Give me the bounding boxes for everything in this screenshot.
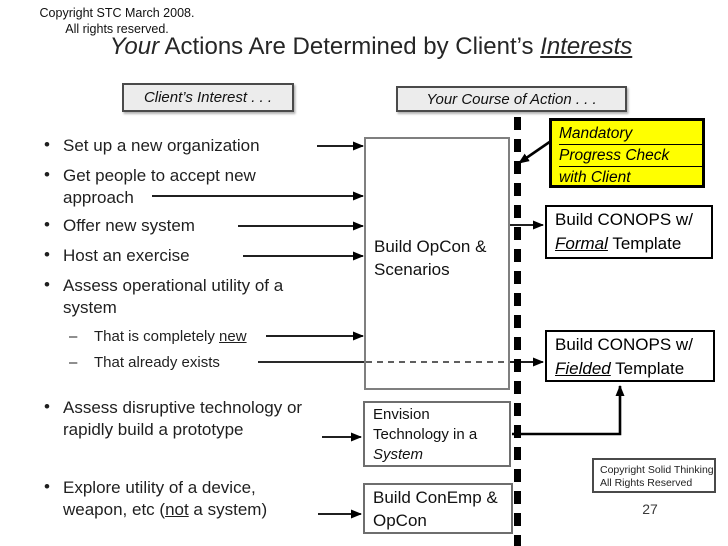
slide-copyright-note: Copyright STC March 2008. All rights res… xyxy=(24,5,210,37)
course-of-action-header-label: Your Course of Action . . . xyxy=(426,90,597,108)
build-conops-formal-box: Build CONOPS w/ Formal Template xyxy=(545,205,713,259)
title-main: Actions Are Determined by Client’s xyxy=(159,33,541,60)
bullet-line: Host an exercise xyxy=(63,246,190,265)
bullet-assess-operational-utility: • Assess operational utility of a system xyxy=(36,275,348,319)
client-interest-header-label: Client’s Interest . . . xyxy=(143,89,273,106)
formal-emphasis: Formal xyxy=(555,234,608,253)
bullet-line: That is completely xyxy=(94,328,220,345)
envision-technology-box: Envision Technology in a System xyxy=(363,401,511,467)
copyright-line: Copyright STC March 2008. xyxy=(39,6,195,20)
arrow-envision-to-fielded xyxy=(512,385,625,436)
title-your: Your xyxy=(109,33,160,60)
bullet-host-exercise: • Host an exercise xyxy=(36,245,348,267)
mandatory-line: Mandatory xyxy=(559,123,702,145)
bullet-dot-icon: • xyxy=(44,397,50,416)
subbullet-already-exists: – That already exists xyxy=(36,353,348,373)
mandatory-line: with Client xyxy=(559,169,631,186)
bullet-line: Assess disruptive technology or xyxy=(63,398,303,417)
course-of-action-header-box: Your Course of Action . . . xyxy=(396,86,627,112)
bullet-dash-icon: – xyxy=(69,354,78,371)
arrow-mandatory-check xyxy=(518,139,552,165)
page-number: 27 xyxy=(642,501,658,517)
bullet-dot-icon: • xyxy=(44,245,50,264)
build-opcon-scenarios-box: Build OpCon & Scenarios xyxy=(364,137,510,390)
bullet-dot-icon: • xyxy=(44,477,50,496)
build-conemp-opcon-box: Build ConEmp & OpCon xyxy=(363,483,513,534)
solid-thinking-copyright-box: Copyright Solid Thinking All Rights Rese… xyxy=(592,458,716,493)
system-emphasis: System xyxy=(373,446,424,463)
bullet-offer-new-system: • Offer new system xyxy=(36,215,348,237)
mandatory-line: Progress Check xyxy=(559,145,702,167)
mandatory-progress-check-box: Mandatory Progress Check with Client xyxy=(549,118,705,188)
bullet-line: rapidly build a prototype xyxy=(63,420,244,439)
client-interest-header-box: Client’s Interest . . . xyxy=(122,83,294,112)
bullet-dot-icon: • xyxy=(44,275,50,294)
bullet-line: weapon, etc (not a system) xyxy=(63,500,268,519)
bullet-line: That already exists xyxy=(94,354,220,371)
bullet-line: Get people to accept new xyxy=(63,166,256,185)
bullet-set-up-organization: • Set up a new organization xyxy=(36,135,348,157)
bullet-assess-disruptive-tech: • Assess disruptive technology or rapidl… xyxy=(36,397,348,441)
bullet-line-underlined: new xyxy=(219,328,247,345)
title-interests: Interests xyxy=(540,33,633,60)
bullet-dot-icon: • xyxy=(44,135,50,154)
bullet-dot-icon: • xyxy=(44,165,50,184)
bullet-line: Set up a new organization xyxy=(63,136,260,155)
bullet-line: approach xyxy=(63,188,134,207)
bullet-line: Offer new system xyxy=(63,216,195,235)
bullet-explore-utility-device: • Explore utility of a device, weapon, e… xyxy=(36,477,348,521)
bullet-line-underlined: not xyxy=(165,500,189,519)
copyright-line: All rights reserved. xyxy=(65,22,169,36)
bullet-get-people-accept: • Get people to accept new approach xyxy=(36,165,348,209)
bullet-line: Assess operational utility of a xyxy=(63,276,284,295)
subbullet-completely-new: – That is completely new xyxy=(36,327,348,347)
bullet-line: system xyxy=(63,298,117,317)
page-title: Your Actions Are Determined by Client’s … xyxy=(0,33,728,61)
bullet-line: Explore utility of a device, xyxy=(63,478,256,497)
fielded-emphasis: Fielded xyxy=(555,359,611,378)
build-conops-fielded-box: Build CONOPS w/ Fielded Template xyxy=(545,330,715,382)
build-opcon-scenarios-label: Build OpCon & Scenarios xyxy=(374,237,487,279)
bullet-dash-icon: – xyxy=(69,328,78,345)
bullet-dot-icon: • xyxy=(44,215,50,234)
